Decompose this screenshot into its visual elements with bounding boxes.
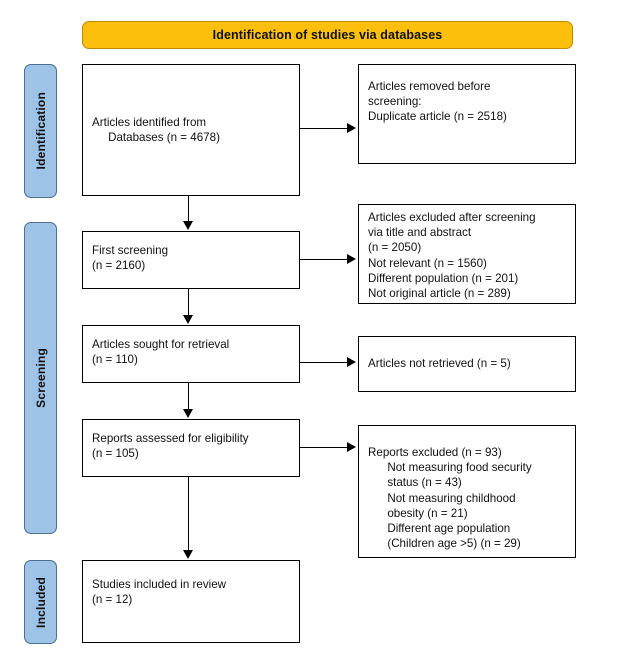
box-articles-sought-for-retrieval: Articles sought for retrieval (n = 110) xyxy=(82,325,300,383)
stage-label-identification-text: Identification xyxy=(33,92,48,170)
arrowhead-identified-to-removed xyxy=(347,122,356,133)
box-articles-removed-before-screening-text: Articles removed before screening: Dupli… xyxy=(368,80,507,124)
box-articles-sought-for-retrieval-text: Articles sought for retrieval (n = 110) xyxy=(92,338,230,367)
box-studies-included-in-review-text: Studies included in review (n = 12) xyxy=(92,578,227,607)
stage-label-included-text: Included xyxy=(33,576,48,628)
arrowhead-sought-to-not-retrieved xyxy=(347,356,356,367)
connector-first-screening-to-sought xyxy=(188,289,189,316)
connector-sought-to-eligibility xyxy=(188,383,189,410)
stage-label-included: Included xyxy=(24,560,57,644)
arrowhead-eligibility-to-reports-excluded xyxy=(347,441,356,452)
box-articles-identified: Articles identified from Databases (n = … xyxy=(82,64,300,196)
box-articles-removed-before-screening: Articles removed before screening: Dupli… xyxy=(358,64,576,164)
arrowhead-identified-to-first-screening xyxy=(182,221,193,230)
box-articles-not-retrieved: Articles not retrieved (n = 5) xyxy=(358,336,576,392)
arrowhead-eligibility-to-included xyxy=(182,550,193,559)
box-first-screening-text: First screening (n = 2160) xyxy=(92,244,169,273)
connector-identified-to-removed xyxy=(300,128,348,129)
stage-label-screening: Screening xyxy=(24,222,57,534)
arrowhead-first-screening-to-sought xyxy=(182,315,193,324)
connector-identified-to-first-screening xyxy=(188,196,189,222)
arrowhead-sought-to-eligibility xyxy=(182,409,193,418)
stage-label-identification: Identification xyxy=(24,64,57,198)
box-reports-excluded: Reports excluded (n = 93) Not measuring … xyxy=(358,425,576,558)
box-reports-excluded-text: Reports excluded (n = 93) Not measuring … xyxy=(368,446,532,551)
box-articles-not-retrieved-text: Articles not retrieved (n = 5) xyxy=(368,357,511,370)
box-first-screening: First screening (n = 2160) xyxy=(82,231,300,289)
connector-first-screening-to-excluded xyxy=(300,259,348,260)
connector-eligibility-to-included xyxy=(188,477,189,551)
box-articles-identified-text: Articles identified from Databases (n = … xyxy=(92,116,220,145)
box-articles-excluded-after-screening-text: Articles excluded after screening via ti… xyxy=(368,211,536,301)
stage-label-screening-text: Screening xyxy=(33,348,48,408)
arrowhead-first-screening-to-excluded xyxy=(347,253,356,264)
box-studies-included-in-review: Studies included in review (n = 12) xyxy=(82,560,300,643)
diagram-banner: Identification of studies via databases xyxy=(82,21,573,49)
banner-title: Identification of studies via databases xyxy=(212,28,443,42)
connector-eligibility-to-reports-excluded xyxy=(300,447,348,448)
box-reports-assessed-for-eligibility-text: Reports assessed for eligibility (n = 10… xyxy=(92,432,249,461)
connector-sought-to-not-retrieved xyxy=(300,362,348,363)
box-reports-assessed-for-eligibility: Reports assessed for eligibility (n = 10… xyxy=(82,419,300,477)
box-articles-excluded-after-screening: Articles excluded after screening via ti… xyxy=(358,204,576,304)
